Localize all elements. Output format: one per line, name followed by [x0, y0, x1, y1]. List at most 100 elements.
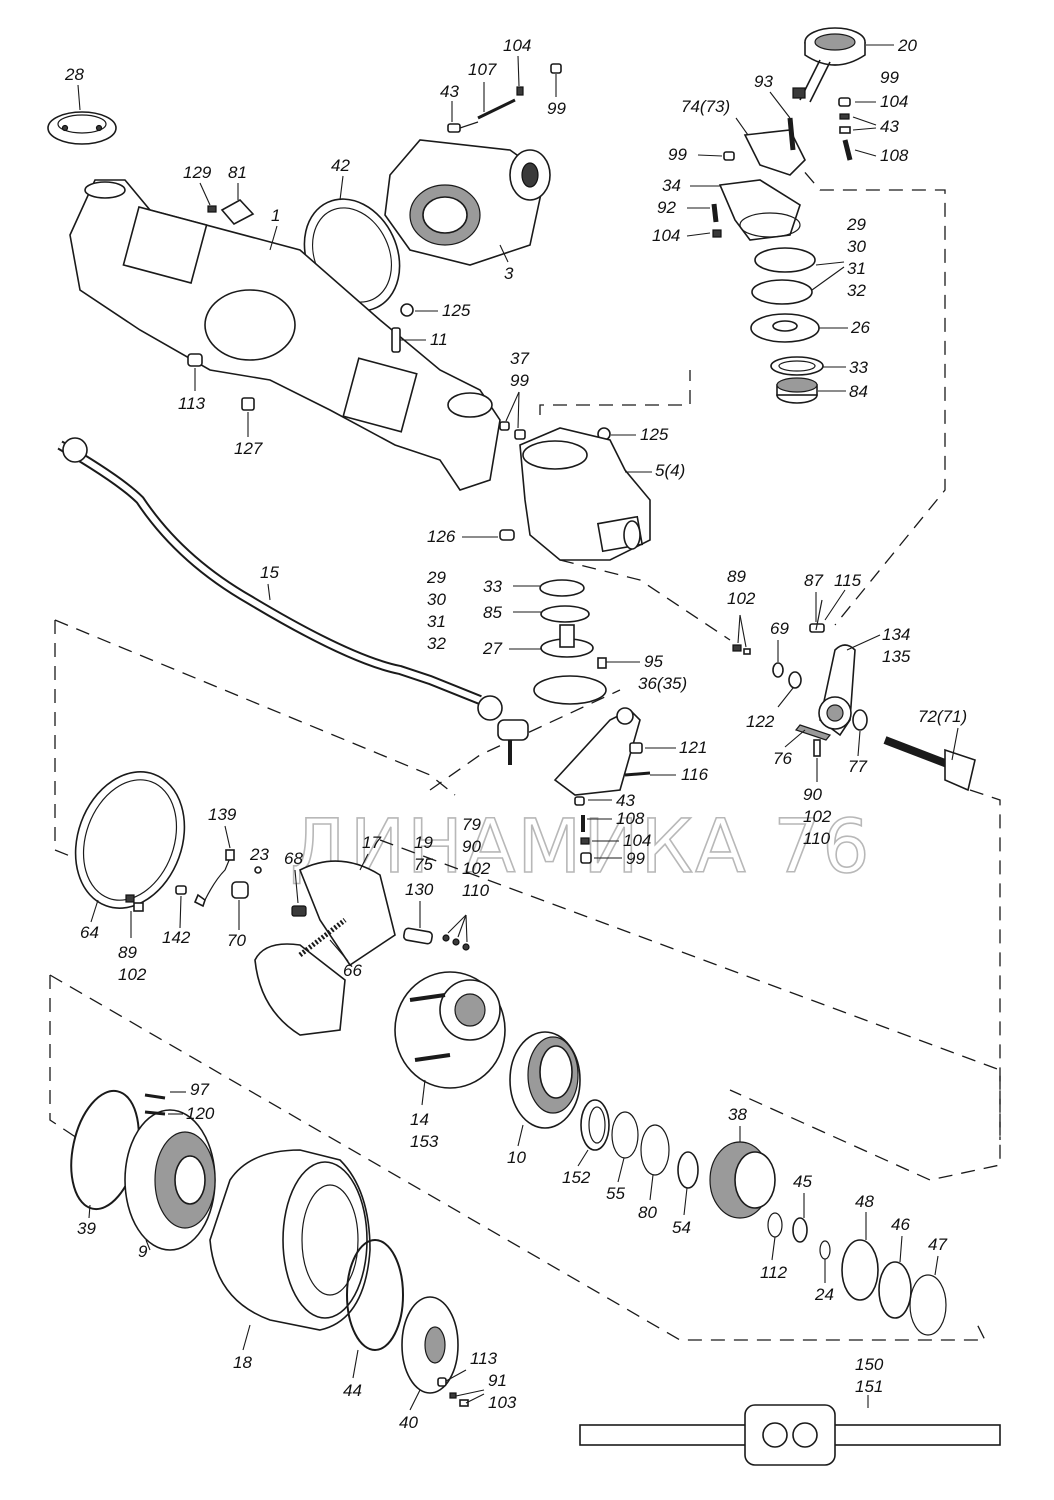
callout-104: 104	[652, 226, 680, 245]
tie-rod-15	[57, 437, 503, 721]
callout-92: 92	[657, 198, 676, 217]
callout-line: 99	[547, 99, 566, 118]
callout-84: 84	[849, 382, 868, 401]
callout-26: 26	[850, 318, 870, 337]
callout-line: 97	[190, 1080, 209, 1099]
callout-34: 34	[662, 176, 681, 195]
callout-line: 125	[640, 425, 669, 444]
callout-line: 23	[249, 845, 269, 864]
callout-line: 126	[427, 527, 456, 546]
nut-113-cap-127	[187, 353, 255, 411]
cover-40	[401, 1296, 469, 1407]
callout-99: 99	[547, 99, 566, 118]
callout-line: 43	[880, 117, 899, 136]
callout-line: 37	[510, 349, 529, 368]
callout-1: 1	[271, 206, 280, 225]
callout-11: 11	[430, 330, 448, 349]
callout-99: 99	[880, 68, 899, 87]
callout-line: 43	[616, 791, 635, 810]
flange-26	[750, 313, 820, 343]
callout-line: 38	[728, 1105, 747, 1124]
callout-line: 122	[746, 712, 775, 731]
callout-line: 33	[483, 577, 502, 596]
callout-line: 30	[847, 237, 866, 256]
callout-112: 112	[760, 1263, 788, 1282]
callout-line: 139	[208, 805, 237, 824]
bearing-84	[776, 377, 818, 404]
callout-44: 44	[343, 1381, 362, 1400]
callout-5-4: 5(4)	[655, 461, 685, 480]
callout-line: 74(73)	[681, 97, 730, 116]
callout-line: 95	[644, 652, 663, 671]
callout-line: 18	[233, 1353, 252, 1372]
callout-line: 104	[880, 92, 908, 111]
shims-29-32	[751, 247, 816, 305]
callout-line: 102	[803, 807, 832, 826]
callout-line: 151	[855, 1377, 883, 1396]
cover-plate-28	[47, 111, 117, 145]
callout-97: 97	[190, 1080, 209, 1099]
sun-gear-38	[709, 1141, 776, 1219]
callout-line: 116	[681, 765, 709, 784]
bolts-89-142-sensor-139	[125, 849, 262, 912]
callout-line: 108	[880, 146, 909, 165]
callout-line: 14	[410, 1110, 429, 1129]
callout-81: 81	[228, 163, 247, 182]
callout-69: 69	[770, 619, 789, 638]
callout-66: 66	[343, 961, 362, 980]
callout-68: 68	[284, 849, 303, 868]
callout-125: 125	[442, 301, 471, 320]
half-shaft-150	[579, 1404, 1001, 1466]
callout-line: 104	[503, 36, 531, 55]
callout-line: 135	[882, 647, 911, 666]
callout-line: 110	[462, 881, 490, 900]
callout-line: 102	[462, 859, 491, 878]
callout-line: 72(71)	[918, 707, 967, 726]
rings-112-45-24-48-46-47	[767, 1212, 947, 1336]
callout-line: 34	[662, 176, 681, 195]
callout-43: 43	[440, 82, 459, 101]
callout-24: 24	[814, 1285, 834, 1304]
callout-40: 40	[399, 1413, 418, 1432]
callout-line: 43	[440, 82, 459, 101]
callout-line: 152	[562, 1168, 591, 1187]
callout-line: 87	[804, 571, 823, 590]
callout-line: 125	[442, 301, 471, 320]
bolt-37-nut-99	[499, 421, 526, 440]
callout-36-35: 36(35)	[638, 674, 687, 693]
callout-line: 121	[679, 738, 707, 757]
callout-line: 153	[410, 1132, 439, 1151]
ring-gear-10	[509, 1031, 581, 1129]
callout-line: 80	[638, 1203, 657, 1222]
callout-23: 23	[249, 845, 269, 864]
callout-line: 15	[260, 563, 279, 582]
callout-line: 112	[760, 1263, 788, 1282]
brake-drum-18	[209, 1149, 371, 1331]
callout-74-73: 74(73)	[681, 97, 730, 116]
callout-line: 99	[880, 68, 899, 87]
callout-108: 108	[880, 146, 909, 165]
bolt-43-stud-107-nut-99	[447, 63, 562, 133]
callout-125: 125	[640, 425, 669, 444]
callout-127: 127	[234, 439, 263, 458]
callout-line: 9	[138, 1242, 148, 1261]
callout-108: 108	[616, 809, 645, 828]
callout-line: 85	[483, 603, 502, 622]
callout-line: 26	[850, 318, 870, 337]
callout-line: 1	[271, 206, 280, 225]
callout-10: 10	[507, 1148, 526, 1167]
plugs-125-breather-11	[391, 303, 611, 441]
brake-chamber-20	[792, 27, 866, 103]
callout-line: 130	[405, 880, 434, 899]
callout-line: 75	[414, 855, 433, 874]
axle-housing-1	[69, 179, 501, 491]
callout-116: 116	[681, 765, 709, 784]
callout-line: 29	[846, 215, 866, 234]
